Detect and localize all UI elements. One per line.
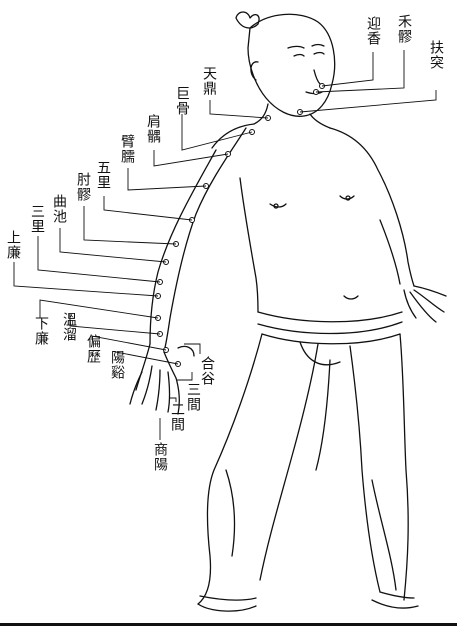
bottom-border: [0, 623, 457, 626]
point-label-sanli: 三里: [30, 204, 44, 234]
point-label-jianyu: 肩髃: [146, 114, 160, 144]
point-label-jugu: 巨骨: [175, 86, 189, 116]
point-label-erjian: 二間: [170, 402, 184, 432]
point-label-zhouliao: 肘髎: [76, 172, 90, 202]
acupoints: [156, 84, 325, 367]
point-label-sanjian: 三間: [186, 382, 200, 412]
point-label-heliao: 禾髎: [397, 14, 411, 44]
point-label-quchi: 曲池: [52, 194, 66, 224]
point-label-yingxiang: 迎香: [366, 16, 380, 46]
point-label-shangyang: 商陽: [153, 442, 167, 472]
point-label-wenliu: 溫溜: [62, 312, 76, 342]
point-label-xialian: 下廉: [34, 316, 48, 346]
point-label-binao: 臂臑: [120, 134, 134, 164]
point-label-futu: 扶突: [429, 40, 443, 70]
point-label-hegu: 合谷: [200, 356, 214, 386]
leader-lines: [14, 50, 436, 440]
point-label-pianli: 偏歷: [86, 334, 100, 364]
point-label-shanglian: 上廉: [6, 230, 20, 260]
point-label-yangxi: 陽谿: [110, 350, 124, 380]
point-label-tianding: 天鼎: [202, 66, 216, 96]
point-label-wuli: 五里: [96, 160, 110, 190]
